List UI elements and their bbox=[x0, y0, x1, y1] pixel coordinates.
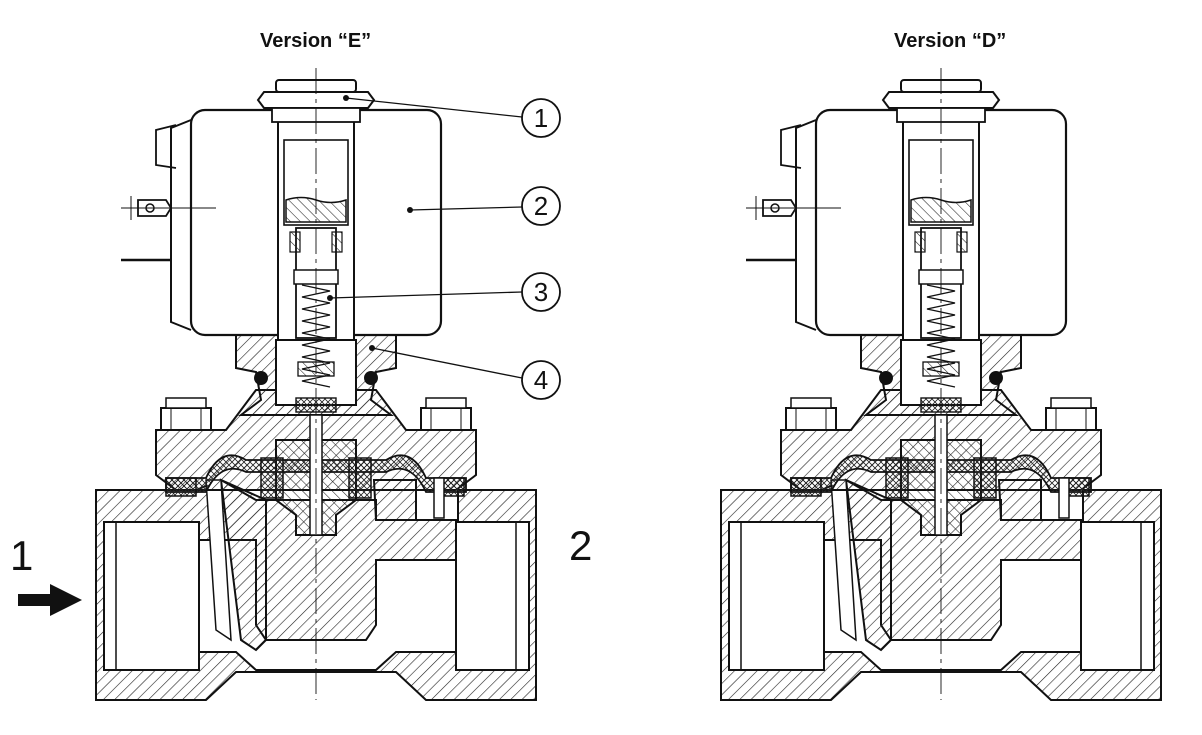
callout-3: 3 bbox=[521, 272, 561, 312]
version-e-title: Version “E” bbox=[260, 30, 372, 52]
svg-text:4: 4 bbox=[534, 365, 548, 395]
svg-text:2: 2 bbox=[534, 191, 548, 221]
callout-1: 1 bbox=[521, 98, 561, 138]
svg-text:3: 3 bbox=[534, 277, 548, 307]
callout-4: 4 bbox=[521, 360, 561, 400]
flow-arrow-icon bbox=[18, 584, 82, 616]
callout-3-leader bbox=[329, 291, 523, 299]
version-d-title: Version “D” bbox=[894, 30, 1007, 52]
callout-1-leader bbox=[345, 97, 523, 118]
valve-version-d bbox=[719, 66, 1163, 702]
inlet-port-label: 1 bbox=[10, 532, 34, 579]
callout-2: 2 bbox=[521, 186, 561, 226]
svg-text:1: 1 bbox=[534, 103, 548, 133]
valve-version-e bbox=[94, 66, 538, 702]
outlet-port-label: 2 bbox=[569, 522, 593, 569]
callout-4-leader bbox=[371, 347, 523, 379]
callout-2-leader bbox=[409, 206, 523, 211]
